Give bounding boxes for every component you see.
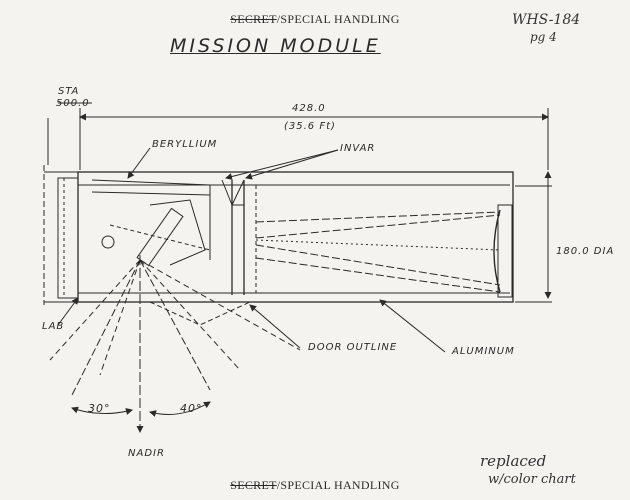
header-classification-rest: /SPECIAL HANDLING [276, 12, 400, 26]
lab-label: LAB [42, 321, 65, 332]
header-classification: SECRET/SPECIAL HANDLING [0, 12, 630, 27]
note-line1: replaced [480, 452, 547, 470]
angle-arc-30 [71, 406, 133, 415]
secondary-mirror-frame [149, 199, 206, 266]
footer-classification: SECRET/SPECIAL HANDLING [0, 478, 630, 493]
angle-40-label: 40° [180, 402, 203, 415]
lab-leader [57, 297, 79, 326]
invar-leader-1 [245, 149, 339, 180]
aluminum-label: ALUMINUM [452, 346, 515, 357]
forward-bulkhead [57, 177, 79, 299]
header-classification-struck: SECRET [230, 12, 277, 26]
door-outline-label: DOOR OUTLINE [308, 342, 398, 353]
invar-leader-2 [225, 149, 339, 180]
nadir-label: NADIR [128, 448, 165, 459]
length-feet: (35.6 Ft) [284, 121, 336, 132]
aft-mirror-cell [497, 204, 513, 298]
optical-axis [255, 239, 501, 251]
primary-mirror [493, 209, 501, 293]
note-line2: w/color chart [488, 472, 576, 487]
view-30-line [71, 259, 141, 396]
angle-30-label: 30° [88, 402, 111, 415]
diameter-value: 180.0 DIA [556, 246, 615, 257]
module-outline [77, 171, 514, 303]
doc-ref-line1: WHS-184 [512, 12, 581, 28]
door-outline-shape [149, 301, 251, 326]
door-outline-leader [249, 304, 301, 349]
footer-classification-rest: /SPECIAL HANDLING [276, 478, 400, 492]
mirror-pivot [101, 235, 115, 249]
light-ray-lower [255, 257, 501, 293]
invar-label: INVAR [340, 143, 376, 154]
beryllium-leader [127, 147, 151, 179]
footer-classification-struck: SECRET [230, 478, 277, 492]
beryllium-strut-1 [91, 179, 211, 186]
light-ray-upper [255, 211, 501, 223]
drawing-title: MISSION MODULE [170, 35, 381, 57]
aluminum-leader [379, 299, 446, 353]
beryllium-label: BERYLLIUM [152, 139, 218, 150]
station-label: STA [58, 86, 80, 97]
doc-ref-line2: pg 4 [530, 30, 557, 44]
station-value: 500.0 [56, 98, 90, 109]
beryllium-strut-2 [91, 191, 211, 196]
angle-arc-40 [149, 401, 211, 417]
length-value: 428.0 [292, 103, 326, 114]
view-40-line [139, 259, 211, 391]
